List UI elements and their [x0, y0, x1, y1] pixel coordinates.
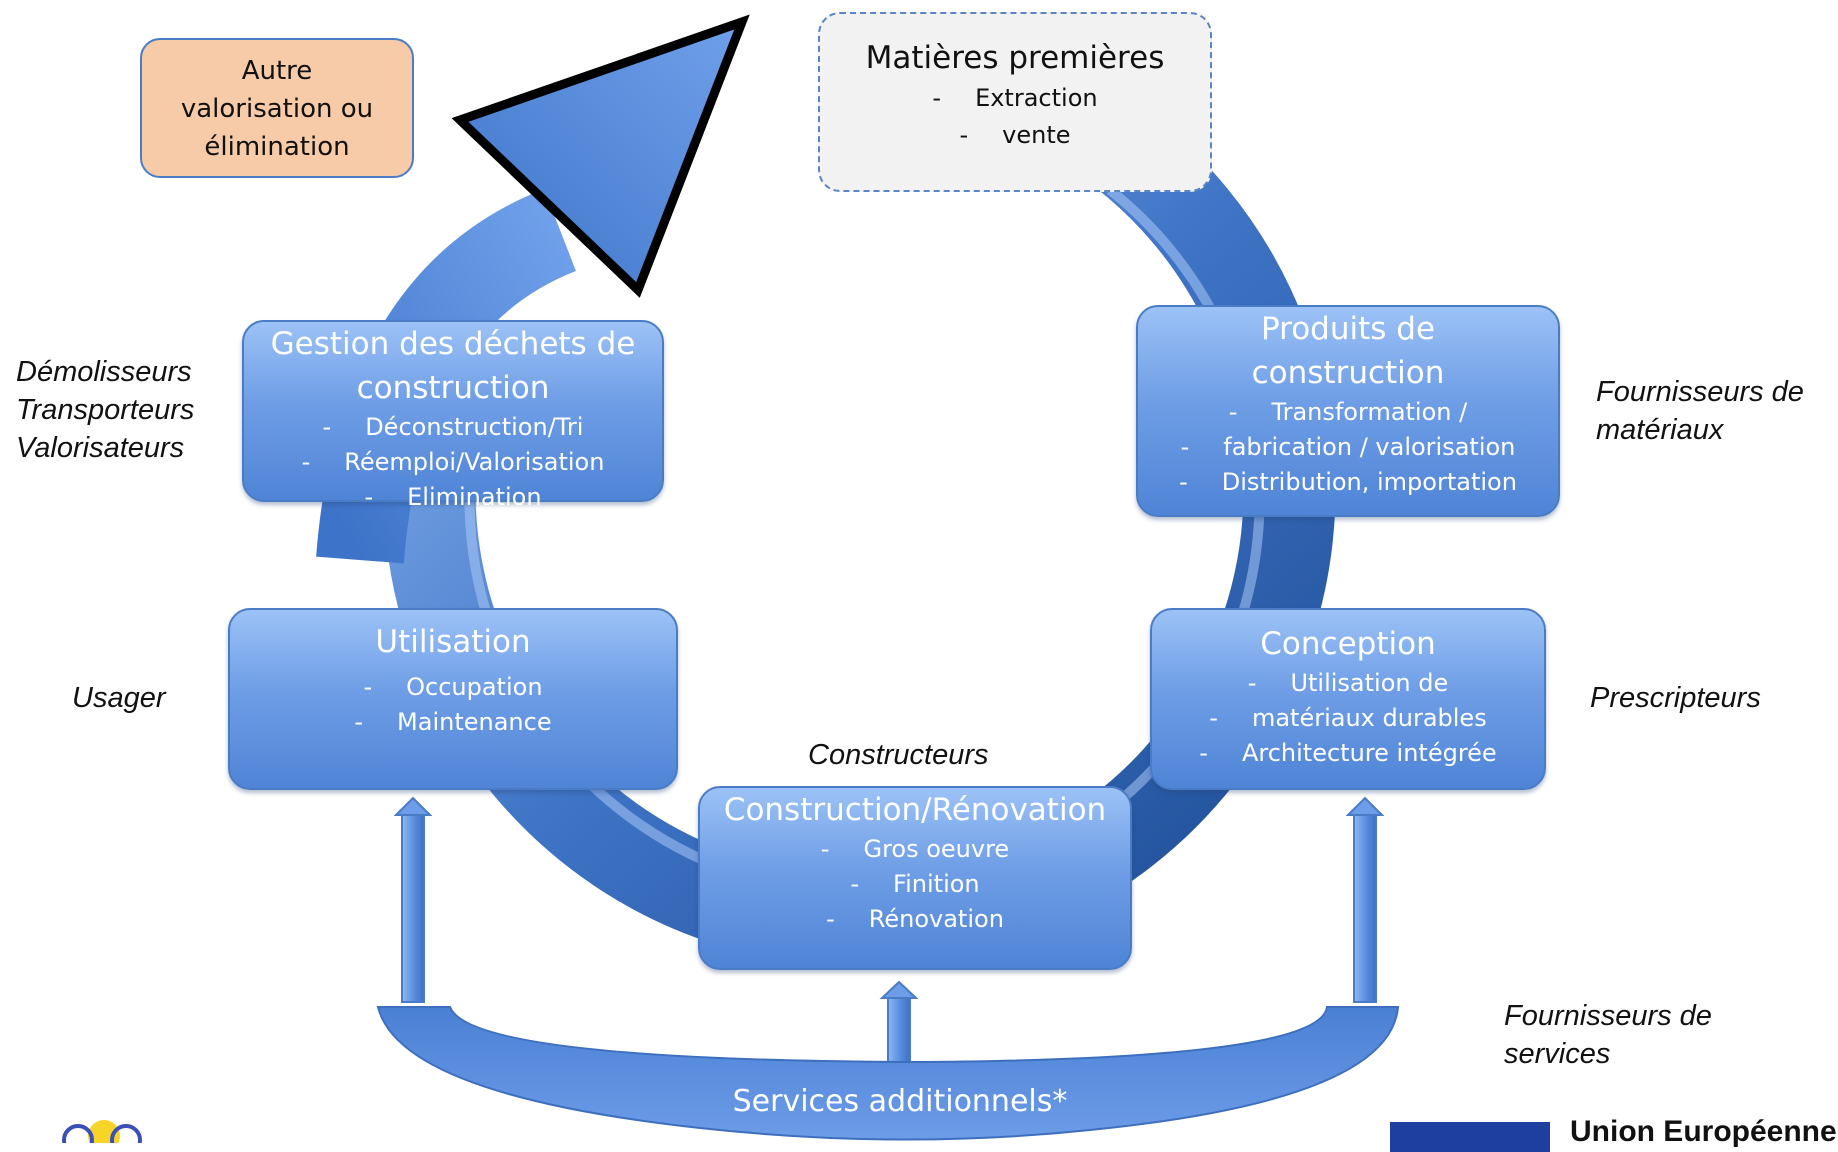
actor-designers: Prescripteurs — [1590, 682, 1761, 714]
design-title: Conception — [1260, 626, 1436, 662]
actor-user: Usager — [72, 682, 166, 714]
use-item: Maintenance — [230, 705, 676, 740]
waste-item: Déconstruction/Tri — [244, 410, 662, 445]
raw-materials-box: Matières premières Extraction vente — [818, 12, 1212, 192]
actor-services: Fournisseurs de services — [1504, 997, 1712, 1073]
products-item: Distribution, importation — [1138, 465, 1558, 500]
actor-line: Valorisateurs — [16, 432, 185, 464]
actor-waste: Démolisseurs Transporteurs Valorisateurs — [16, 353, 194, 467]
products-item: fabrication / valorisation — [1138, 430, 1558, 465]
waste-title-line: Gestion des déchets de — [270, 326, 636, 362]
up-arrow-right — [1345, 796, 1385, 1003]
other-recovery-box: Autre valorisation ou élimination — [140, 38, 414, 178]
actor-products: Fournisseurs de matériaux — [1596, 373, 1804, 449]
construction-products-box: Produits de construction Transformation … — [1136, 305, 1560, 517]
construction-item: Gros oeuvre — [700, 832, 1130, 867]
waste-item: Elimination — [244, 480, 662, 515]
actor-line: Fournisseurs de — [1504, 1000, 1712, 1032]
construction-box: Construction/Rénovation Gros oeuvre Fini… — [698, 786, 1132, 970]
design-item: Utilisation de — [1152, 666, 1544, 701]
products-item: Transformation / — [1138, 395, 1558, 430]
use-title: Utilisation — [375, 624, 531, 660]
eu-flag-icon — [1390, 1122, 1550, 1152]
up-arrow-left — [393, 796, 433, 1003]
actor-line: Démolisseurs — [16, 356, 192, 388]
use-box: Utilisation Occupation Maintenance — [228, 608, 678, 790]
up-arrow-center — [879, 980, 919, 1071]
raw-materials-title: Matières premières — [865, 40, 1165, 76]
services-label: Services additionnels* — [732, 1084, 1068, 1119]
raw-materials-item: vente — [820, 117, 1210, 154]
actor-line: matériaux — [1596, 414, 1724, 446]
use-item: Occupation — [230, 670, 676, 705]
other-line: Autre — [241, 56, 313, 86]
construction-item: Rénovation — [700, 902, 1130, 937]
construction-title: Construction/Rénovation — [723, 792, 1107, 828]
waste-title-line: construction — [356, 370, 550, 406]
products-title-line: construction — [1251, 355, 1445, 391]
design-item: Architecture intégrée — [1152, 736, 1544, 771]
design-box: Conception Utilisation de matériaux dura… — [1150, 608, 1546, 790]
actor-line: services — [1504, 1038, 1611, 1070]
other-line: élimination — [204, 132, 350, 162]
exit-arrow-head — [451, 14, 750, 298]
products-title-line: Produits de — [1260, 311, 1436, 347]
raw-materials-item: Extraction — [820, 80, 1210, 117]
waste-item: Réemploi/Valorisation — [244, 445, 662, 480]
actor-line: Transporteurs — [16, 394, 195, 426]
services-band — [376, 1006, 1400, 1141]
construction-item: Finition — [700, 867, 1130, 902]
eu-label: Union Européenne — [1570, 1115, 1837, 1148]
other-line: valorisation ou — [180, 94, 374, 124]
actor-builders: Constructeurs — [808, 739, 989, 771]
design-item: matériaux durables — [1152, 701, 1544, 736]
waste-management-box: Gestion des déchets de construction Déco… — [242, 320, 664, 511]
actor-line: Fournisseurs de — [1596, 376, 1804, 408]
